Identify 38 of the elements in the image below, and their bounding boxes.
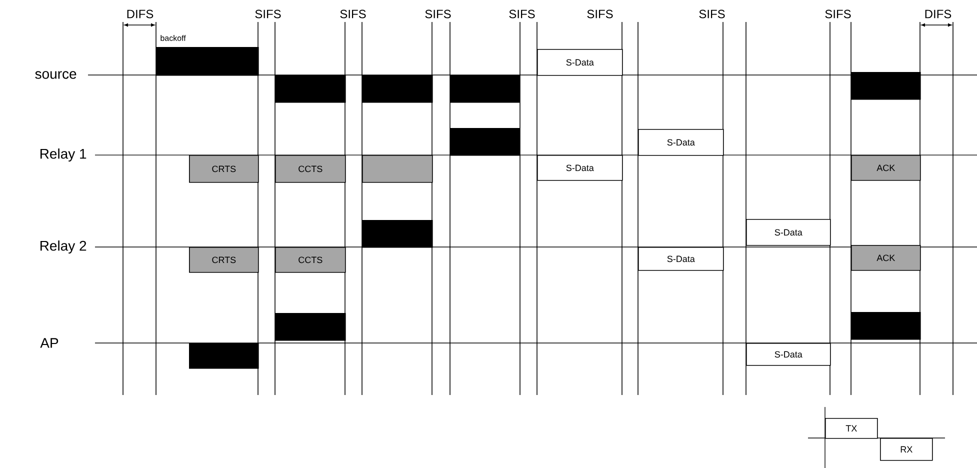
frame-box: S-Data xyxy=(537,155,623,181)
transmission-bar xyxy=(362,220,433,248)
received-frame-box: CRTS xyxy=(189,155,259,183)
interval-label: SIFS xyxy=(509,10,535,18)
interval-label: DIFS xyxy=(925,10,952,18)
frame-box: S-Data xyxy=(638,247,724,271)
interval-label: SIFS xyxy=(825,10,851,18)
frame-box: S-Data xyxy=(537,49,623,76)
transmission-bar xyxy=(851,72,921,100)
transmission-bar xyxy=(450,75,520,103)
transmission-bar xyxy=(189,343,259,369)
station-label: Relay 1 xyxy=(40,148,86,162)
frame-box: S-Data xyxy=(746,219,831,246)
interval-label: SIFS xyxy=(587,10,613,18)
received-frame-box: ACK xyxy=(851,155,921,181)
frame-box: RX xyxy=(880,438,933,461)
transmission-bar xyxy=(275,313,346,341)
station-label: source xyxy=(35,71,76,79)
transmission-bar xyxy=(275,75,346,103)
received-frame-box xyxy=(362,155,433,183)
received-frame-box: CCTS xyxy=(275,247,346,273)
frame-box: S-Data xyxy=(746,343,831,366)
transmission-bar xyxy=(362,75,433,103)
received-frame-box: CRTS xyxy=(189,247,259,273)
frame-box: TX xyxy=(825,418,878,439)
transmission-bar xyxy=(156,47,259,76)
transmission-bar xyxy=(450,128,520,156)
frame-box: S-Data xyxy=(638,129,724,156)
station-label: AP xyxy=(40,338,58,348)
interval-label: SIFS xyxy=(699,10,725,18)
transmission-bar xyxy=(851,312,921,340)
interval-label: SIFS xyxy=(255,10,281,18)
received-frame-box: ACK xyxy=(851,245,921,271)
received-frame-box: CCTS xyxy=(275,155,346,183)
station-label: Relay 2 xyxy=(40,240,86,254)
interval-label: SIFS xyxy=(425,10,451,18)
interval-label: DIFS xyxy=(127,10,154,18)
interval-label: SIFS xyxy=(340,10,366,18)
